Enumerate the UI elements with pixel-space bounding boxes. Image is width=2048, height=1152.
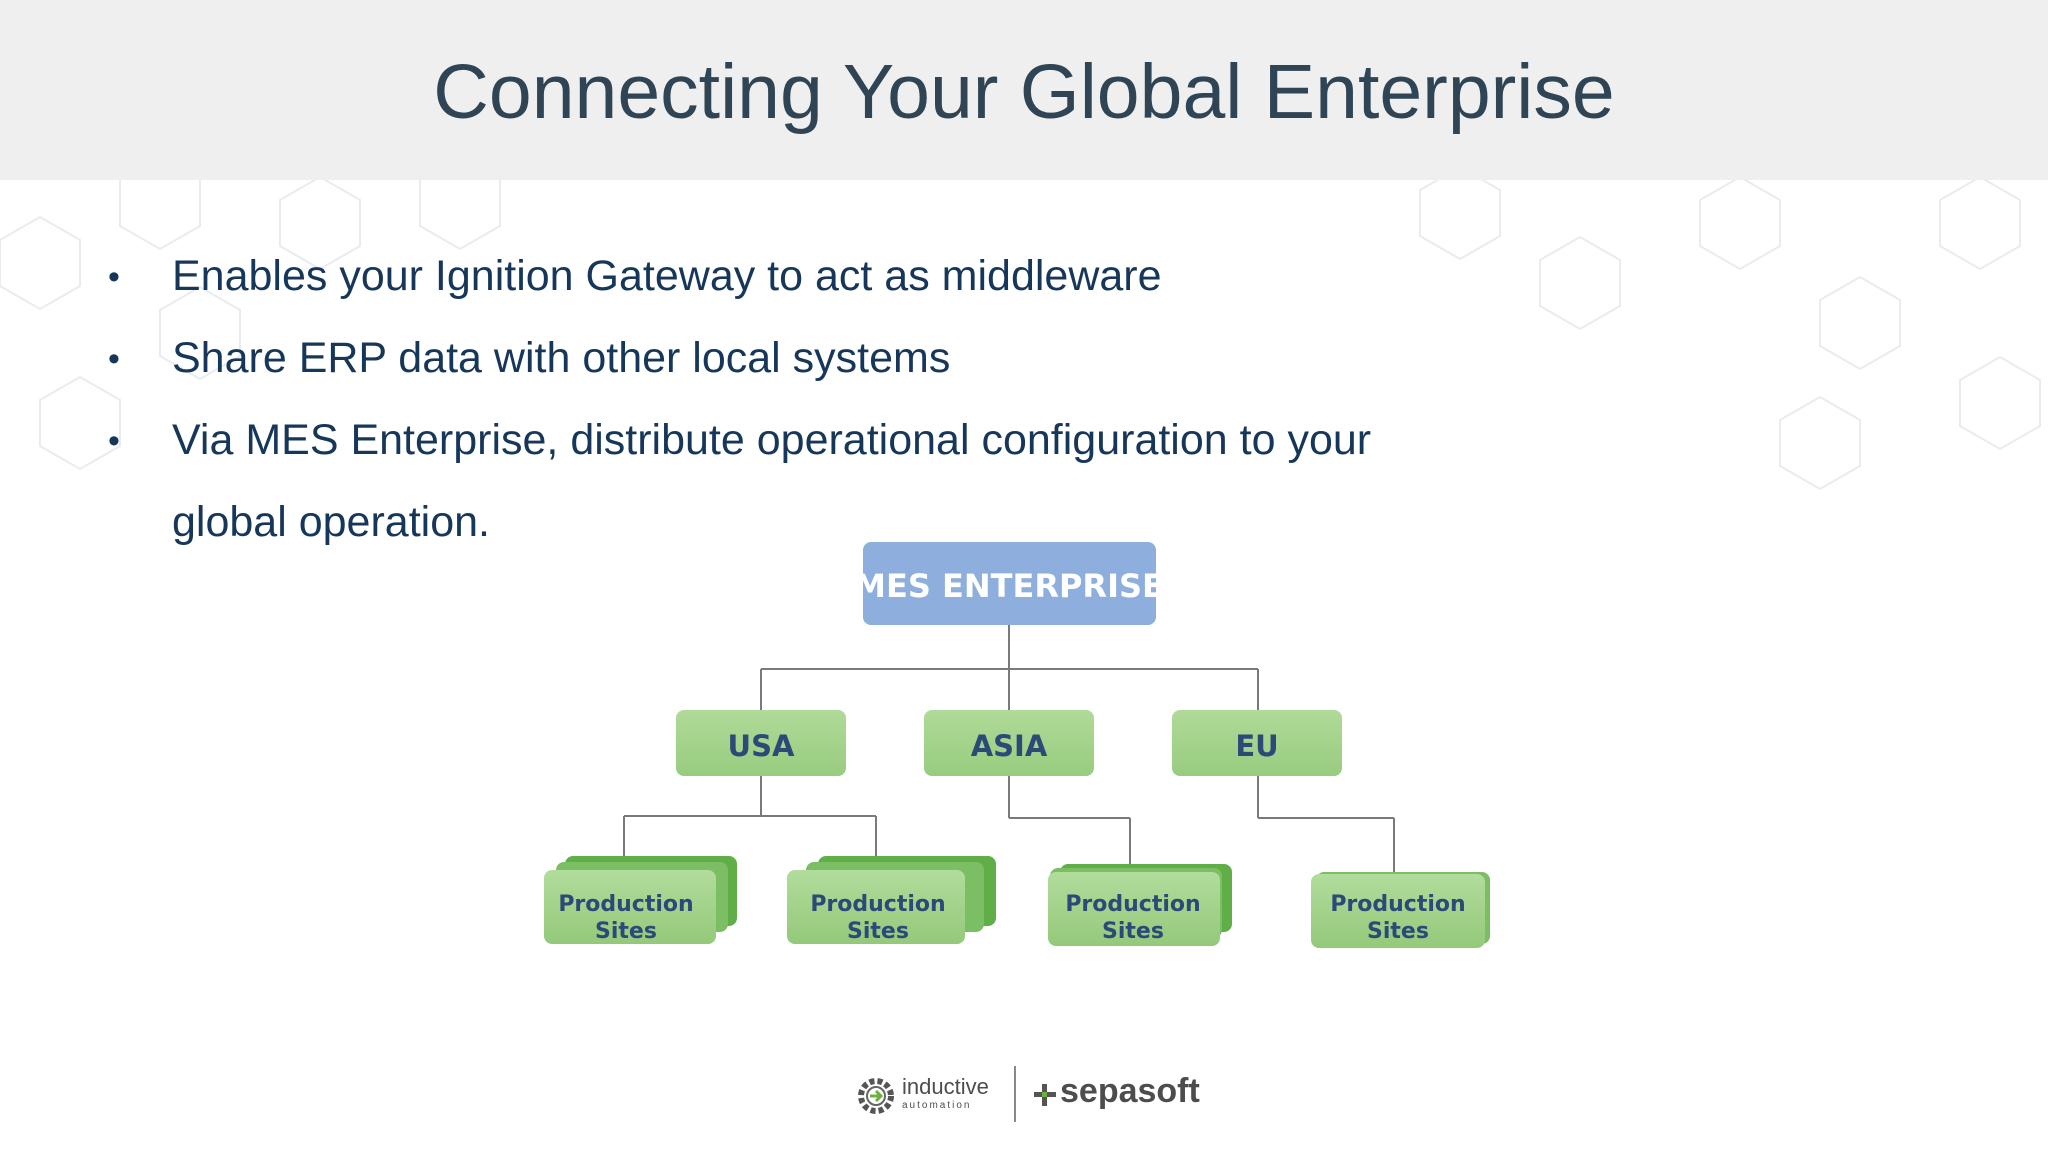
automation-logo-text: automation [902,1100,972,1111]
site-label-line2: Sites [847,919,909,944]
region-node-eu: EU [1172,710,1342,776]
site-label-line2: Sites [1102,919,1164,944]
footer-logos: inductive automation sepasoft [850,1060,1220,1130]
bullet-dot: • [108,258,120,296]
inductive-automation-gear-icon [858,1078,894,1114]
mes-enterprise-node: MES ENTERPRISE [854,542,1164,625]
production-sites-node-asia: Production Sites [1048,864,1232,946]
logo-divider [1014,1066,1016,1122]
hexagon-background-pattern [0,180,2041,491]
bullet-item: Enables your Ignition Gateway to act as … [172,252,1162,300]
production-sites-node-usa-2: Production Sites [787,856,996,944]
region-label-eu: EU [1235,729,1278,763]
bullet-dot: • [108,422,120,460]
region-label-usa: USA [728,729,795,763]
region-node-usa: USA [676,710,846,776]
mes-enterprise-label: MES ENTERPRISE [854,567,1164,605]
connector-lines [623,625,1395,880]
site-label-line1: Production [1330,892,1465,917]
site-label-line2: Sites [1367,919,1429,944]
bullet-dot: • [108,340,120,378]
bullet-item: Via MES Enterprise, distribute operation… [172,416,1372,464]
site-label-line2: Sites [595,919,657,944]
site-label-line1: Production [1065,892,1200,917]
site-label-line1: Production [810,892,945,917]
production-sites-node-eu: Production Sites [1311,872,1490,948]
slide-title: Connecting Your Global Enterprise [433,49,1615,135]
sepasoft-plus-icon [1034,1084,1056,1106]
inductive-logo-text: inductive [902,1074,989,1099]
site-label-line1: Production [558,892,693,917]
region-node-asia: ASIA [924,710,1094,776]
region-label-asia: ASIA [971,729,1048,763]
production-sites-node-usa-1: Production Sites [544,856,737,944]
slide-header: Connecting Your Global Enterprise [0,0,2048,180]
bullet-item-continuation: global operation. [172,498,490,546]
bullet-item: Share ERP data with other local systems [172,334,951,382]
sepasoft-logo-text: sepasoft [1060,1072,1200,1110]
